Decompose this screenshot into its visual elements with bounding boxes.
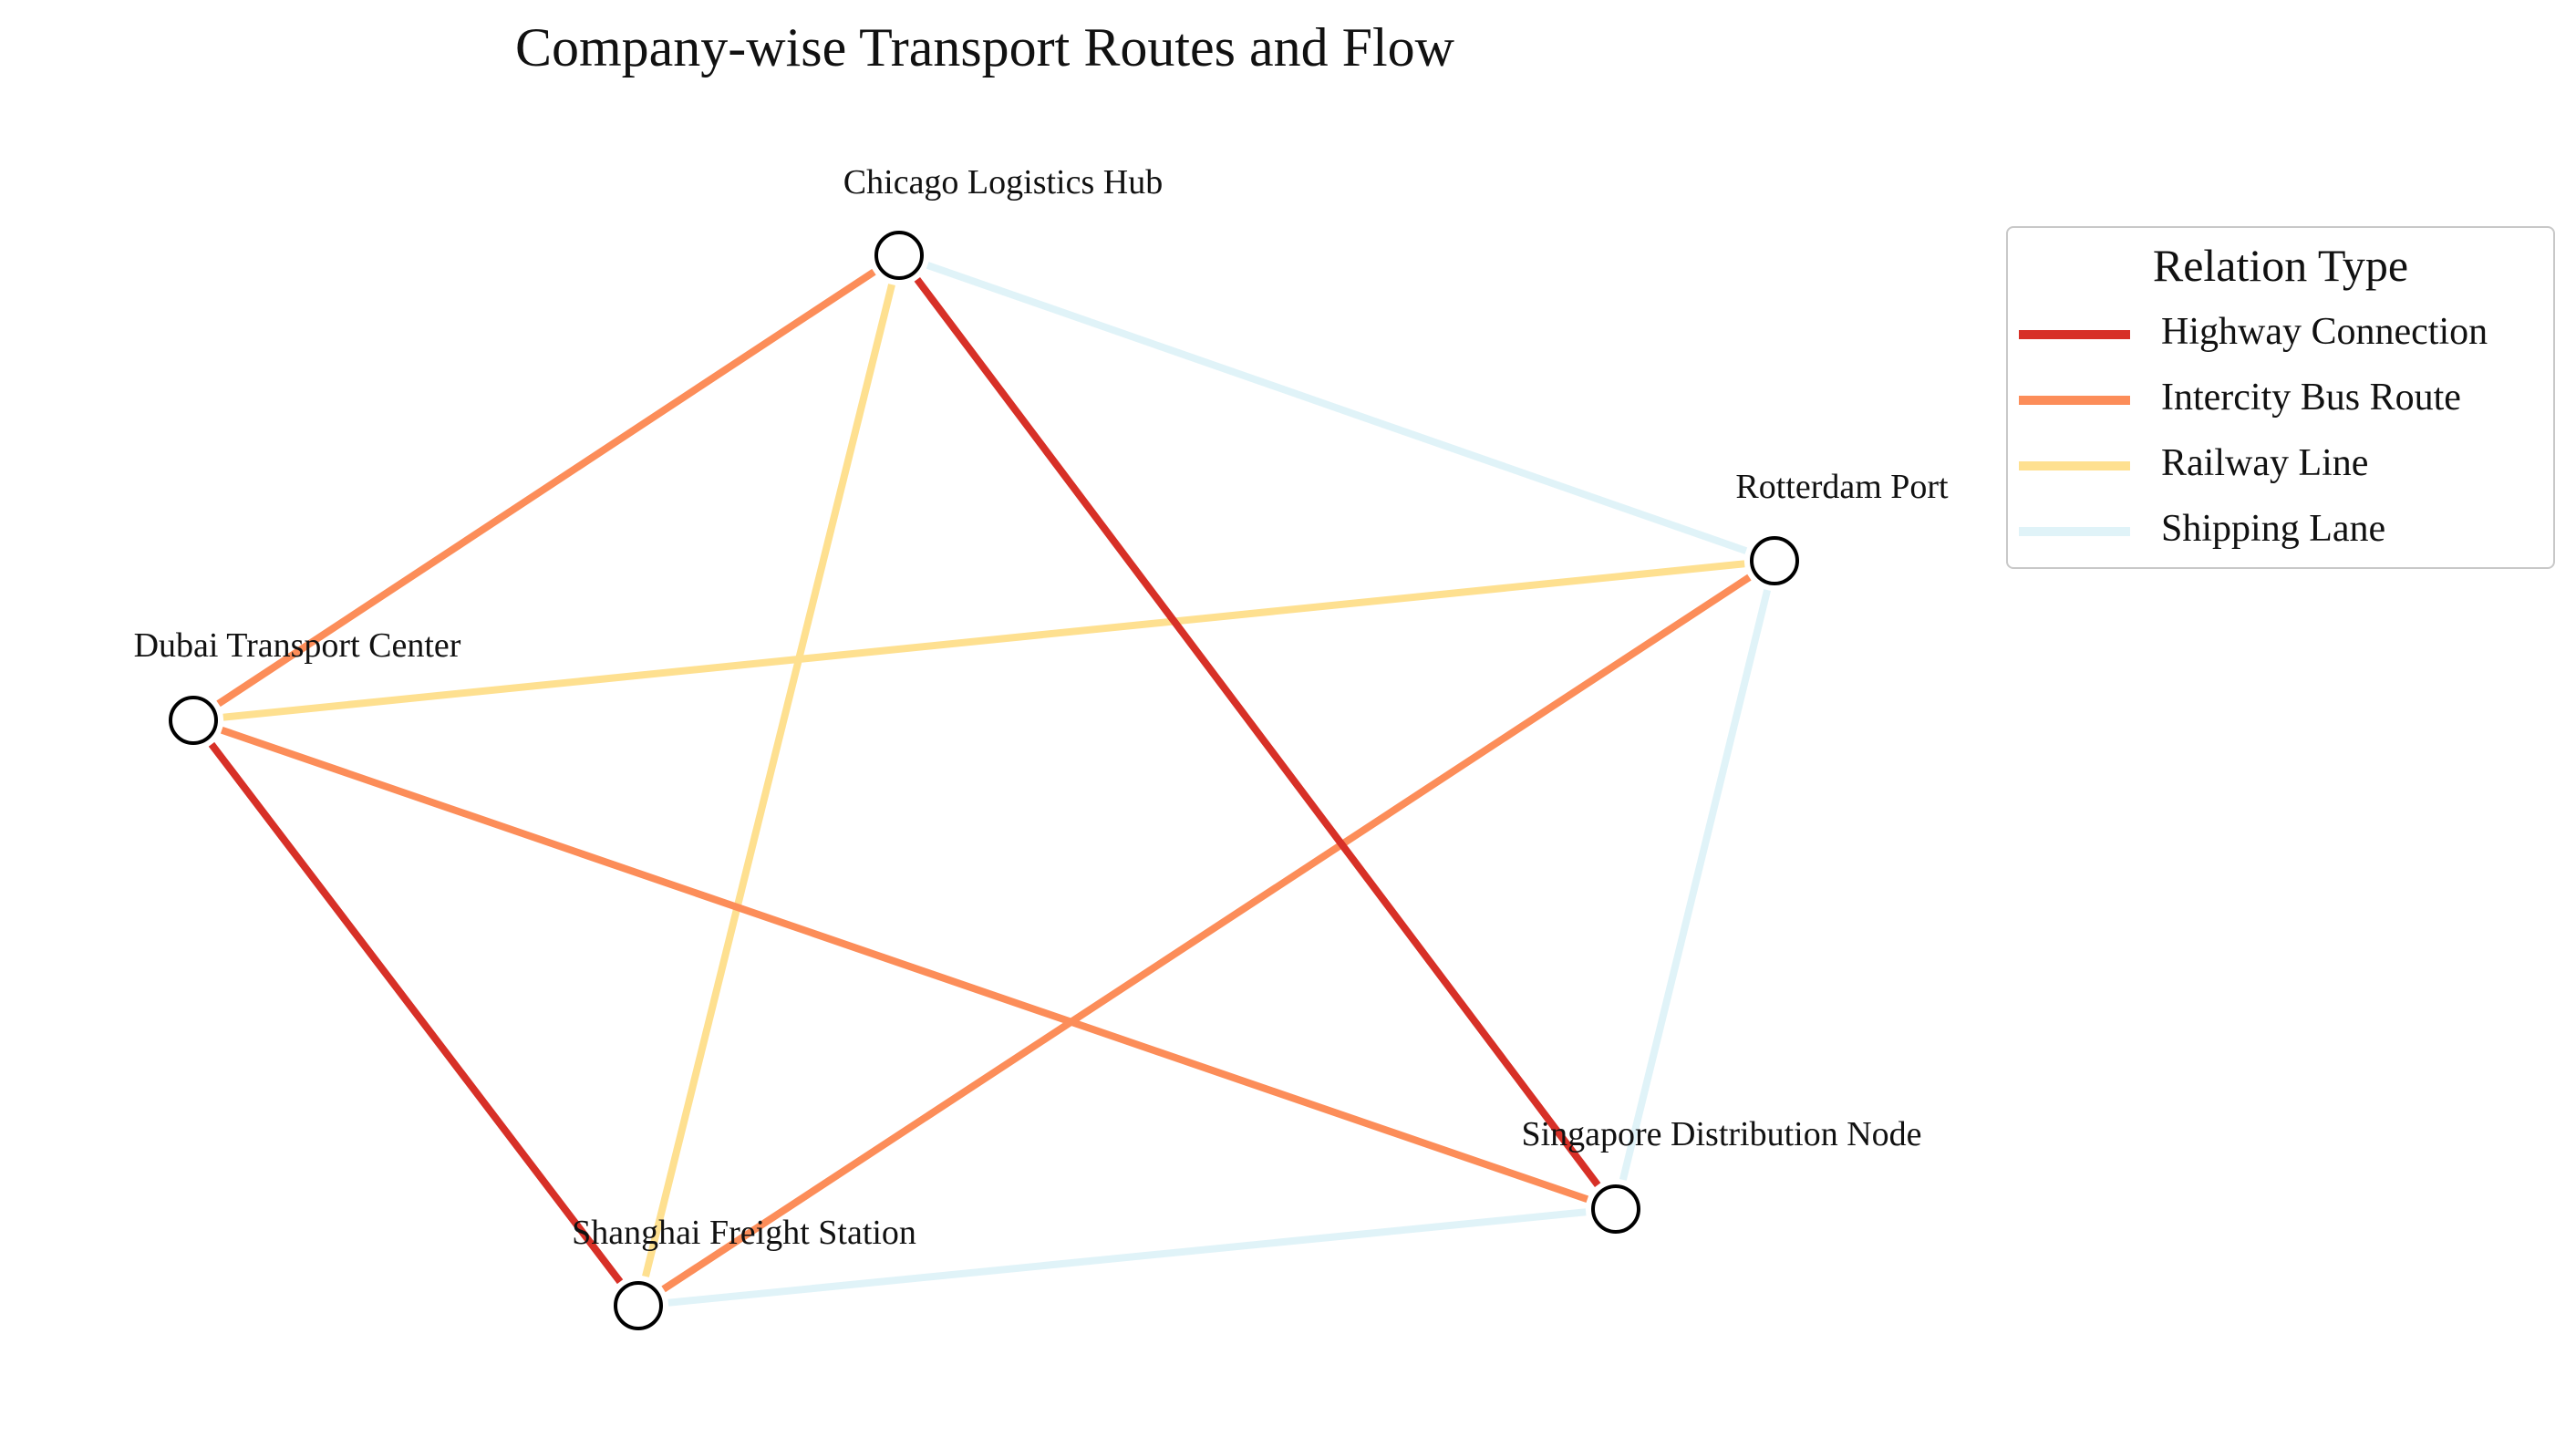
edge-chicago-rotterdam <box>926 262 1748 554</box>
legend-swatch-intercity-bus-route <box>2019 396 2130 405</box>
legend-item-shipping-lane: Shipping Lane <box>2019 503 2548 558</box>
legend-label-shipping-lane: Shipping Lane <box>2161 508 2386 550</box>
node-singapore[interactable] <box>1591 1184 1640 1234</box>
edge-singapore-shanghai <box>667 1208 1587 1307</box>
legend-swatch-shipping-lane <box>2019 527 2130 536</box>
node-shanghai[interactable] <box>614 1281 663 1330</box>
edge-chicago-singapore <box>914 276 1601 1188</box>
legend-item-intercity-bus-route: Intercity Bus Route <box>2019 372 2548 427</box>
node-dubai[interactable] <box>169 696 218 745</box>
node-label-singapore: Singapore Distribution Node <box>1521 1115 1922 1153</box>
node-label-shanghai: Shanghai Freight Station <box>572 1214 916 1252</box>
node-label-rotterdam: Rotterdam Port <box>1735 468 1949 506</box>
edge-chicago-dubai <box>216 268 876 708</box>
legend-swatch-highway-connection <box>2019 330 2130 339</box>
edge-rotterdam-singapore <box>1619 589 1772 1181</box>
edge-dubai-rotterdam <box>222 560 1745 721</box>
legend-item-railway-line: Railway Line <box>2019 438 2548 492</box>
diagram-title: Company-wise Transport Routes and Flow <box>514 17 1455 78</box>
legend-label-highway-connection: Highway Connection <box>2161 311 2488 353</box>
legend-item-highway-connection: Highway Connection <box>2019 306 2548 361</box>
legend-label-railway-line: Railway Line <box>2161 442 2369 484</box>
edges-layer <box>208 262 1772 1307</box>
legend-label-intercity-bus-route: Intercity Bus Route <box>2161 377 2461 419</box>
nodes-layer <box>169 231 1799 1330</box>
legend: Relation Type Highway Connection Interci… <box>2006 226 2555 569</box>
edge-dubai-shanghai <box>208 741 624 1285</box>
node-rotterdam[interactable] <box>1750 536 1799 585</box>
node-label-dubai: Dubai Transport Center <box>133 626 461 665</box>
node-chicago[interactable] <box>874 231 924 280</box>
node-label-chicago: Chicago Logistics Hub <box>843 163 1164 202</box>
edge-chicago-shanghai <box>642 284 895 1277</box>
legend-swatch-railway-line <box>2019 461 2130 470</box>
legend-title: Relation Type <box>2152 240 2409 291</box>
edge-dubai-singapore <box>220 726 1589 1204</box>
edge-rotterdam-shanghai <box>661 574 1752 1293</box>
